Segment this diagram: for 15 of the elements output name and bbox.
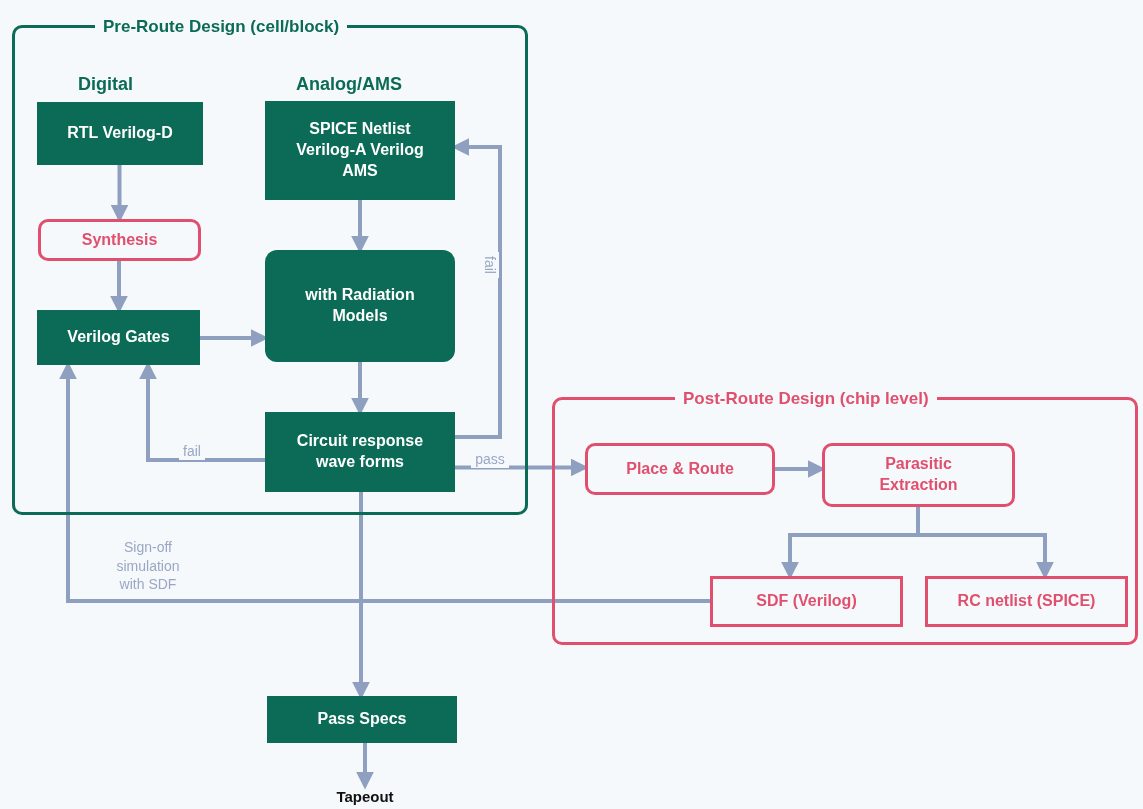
process-box: Place & Route bbox=[585, 443, 775, 495]
process-box: SPICE Netlist Verilog-A Verilog AMS bbox=[265, 101, 455, 200]
process-box: Parasitic Extraction bbox=[822, 443, 1015, 507]
column-heading: Digital bbox=[78, 74, 133, 95]
process-box: SDF (Verilog) bbox=[710, 576, 903, 627]
column-heading: Analog/AMS bbox=[296, 74, 402, 95]
process-box: with Radiation Models bbox=[265, 250, 455, 362]
arrow bbox=[356, 743, 374, 790]
process-box: Synthesis bbox=[38, 219, 201, 261]
process-box: Pass Specs bbox=[267, 696, 457, 743]
terminal-text: Tapeout bbox=[320, 786, 410, 808]
process-box: Verilog Gates bbox=[37, 310, 200, 365]
process-box: Circuit response wave forms bbox=[265, 412, 455, 492]
process-box: RTL Verilog-D bbox=[37, 102, 203, 165]
process-box: RC netlist (SPICE) bbox=[925, 576, 1128, 627]
